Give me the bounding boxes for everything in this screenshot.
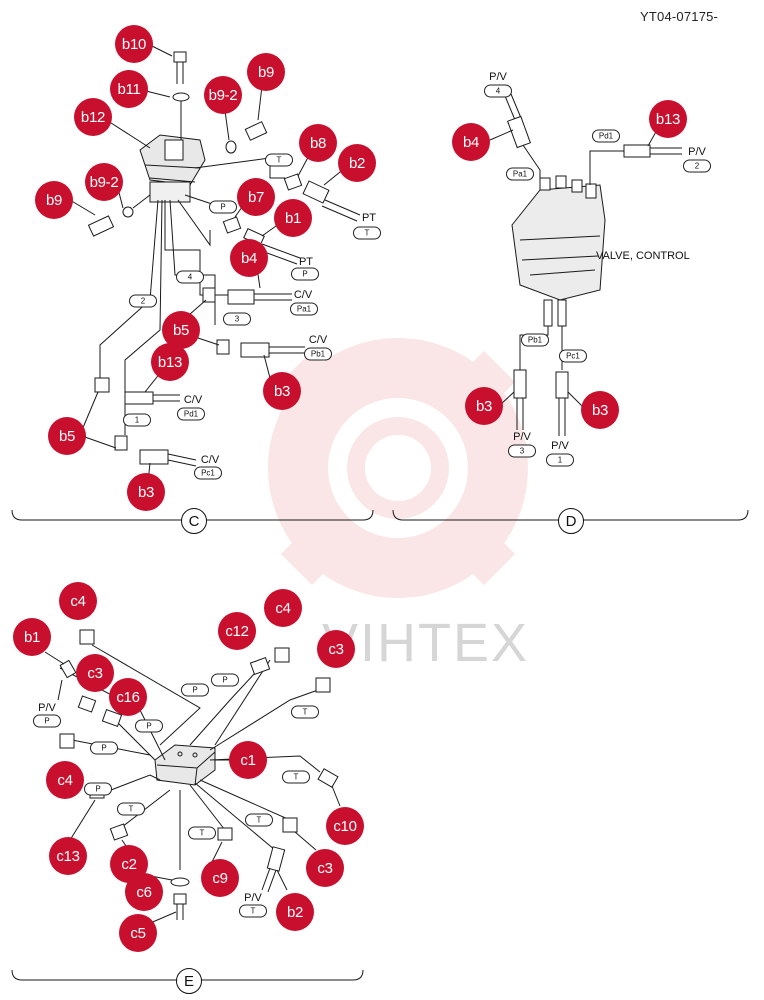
oval-tag-t: T <box>265 153 293 167</box>
callout-c9: c9 <box>201 859 239 897</box>
oval-tag-t: T <box>245 813 273 827</box>
watermark-gear-logo <box>268 338 528 598</box>
port-label-pv: P/V <box>688 146 706 158</box>
callout-b4: b4 <box>230 239 268 277</box>
callout-c13: c13 <box>49 837 87 875</box>
section-d-drawing <box>392 93 749 521</box>
port-label-pt: PT <box>298 256 314 268</box>
callout-b3: b3 <box>127 473 165 511</box>
oval-tag-pc1: Pc1 <box>194 466 222 480</box>
oval-tag-pa1: Pa1 <box>506 167 534 181</box>
oval-tag-pd1: Pd1 <box>592 129 620 143</box>
oval-tag-p: P <box>90 741 118 755</box>
callout-b2: b2 <box>276 893 314 931</box>
callout-b10: b10 <box>115 25 153 63</box>
oval-tag-p: P <box>135 719 163 733</box>
callout-c4: c4 <box>46 761 84 799</box>
callout-b1: b1 <box>274 199 312 237</box>
callout-c3: c3 <box>306 849 344 887</box>
oval-tag-t: T <box>239 904 267 918</box>
port-label-cv: C/V <box>200 454 220 466</box>
oval-tag-pb1: Pb1 <box>521 333 549 347</box>
callout-b2: b2 <box>338 144 376 182</box>
oval-tag-pd1: Pd1 <box>177 407 205 421</box>
callout-c3: c3 <box>76 654 114 692</box>
oval-tag-p: P <box>84 782 112 796</box>
port-label-pv: P/V <box>244 892 262 904</box>
callout-b5: b5 <box>48 417 86 455</box>
callout-b3: b3 <box>581 391 619 429</box>
oval-tag-1: 1 <box>546 453 574 467</box>
callout-b8: b8 <box>299 124 337 162</box>
oval-tag-2: 2 <box>129 294 157 308</box>
oval-tag-t: T <box>353 226 381 240</box>
oval-tag-p: P <box>181 683 209 697</box>
oval-tag-pa1: Pa1 <box>290 302 318 316</box>
callout-c1: c1 <box>229 741 267 779</box>
port-label-cv: C/V <box>293 289 313 301</box>
callout-b9-2: b9-2 <box>85 163 123 201</box>
oval-tag-t: T <box>188 826 216 840</box>
oval-tag-t: T <box>291 705 319 719</box>
watermark-text: VIHTEX <box>322 613 530 673</box>
callout-b9: b9 <box>35 181 73 219</box>
oval-tag-p: P <box>33 714 61 728</box>
callout-c10: c10 <box>326 807 364 845</box>
oval-tag-p: P <box>291 267 319 281</box>
oval-tag-3: 3 <box>223 312 251 326</box>
callout-b4: b4 <box>452 123 490 161</box>
section-letter-d: D <box>558 508 584 534</box>
control-valve-label: VALVE, CONTROL <box>596 250 690 262</box>
callout-c4: c4 <box>264 589 302 627</box>
port-label-pv: P/V <box>513 431 531 443</box>
oval-tag-p: P <box>209 200 237 214</box>
callout-c3: c3 <box>317 630 355 668</box>
port-label-pv: P/V <box>38 702 56 714</box>
oval-tag-4: 4 <box>176 270 204 284</box>
port-label-pt: PT <box>361 212 377 224</box>
oval-tag-2: 2 <box>683 159 711 173</box>
oval-tag-1: 1 <box>123 413 151 427</box>
port-label-cv: C/V <box>183 394 203 406</box>
section-e-drawing <box>11 629 364 981</box>
callout-b1: b1 <box>13 618 51 656</box>
callout-b12: b12 <box>74 98 112 136</box>
callout-b3: b3 <box>465 387 503 425</box>
callout-b11: b11 <box>110 70 148 108</box>
oval-tag-pb1: Pb1 <box>304 347 332 361</box>
port-label-pv: P/V <box>489 71 507 83</box>
callout-b7: b7 <box>237 178 275 216</box>
callout-b9-2: b9-2 <box>204 76 242 114</box>
oval-tag-4: 4 <box>484 84 512 98</box>
document-code: YT04-07175- <box>640 9 719 24</box>
port-label-pv: P/V <box>551 440 569 452</box>
callout-c5: c5 <box>119 914 157 952</box>
oval-tag-pc1: Pc1 <box>559 349 587 363</box>
callout-b13: b13 <box>649 100 687 138</box>
section-letter-c: C <box>181 508 207 534</box>
callout-c4: c4 <box>59 582 97 620</box>
callout-b5: b5 <box>162 311 200 349</box>
oval-tag-t: T <box>282 770 310 784</box>
callout-b13: b13 <box>151 343 189 381</box>
oval-tag-p: P <box>211 673 239 687</box>
port-label-cv: C/V <box>308 334 328 346</box>
oval-tag-3: 3 <box>508 444 536 458</box>
callout-c6: c6 <box>125 873 163 911</box>
section-letter-e: E <box>176 968 202 994</box>
callout-c12: c12 <box>218 612 256 650</box>
callout-c16: c16 <box>109 678 147 716</box>
callout-b3: b3 <box>263 372 301 410</box>
callout-b9: b9 <box>247 53 285 91</box>
oval-tag-t: T <box>117 802 145 816</box>
callout-c2: c2 <box>110 845 148 883</box>
